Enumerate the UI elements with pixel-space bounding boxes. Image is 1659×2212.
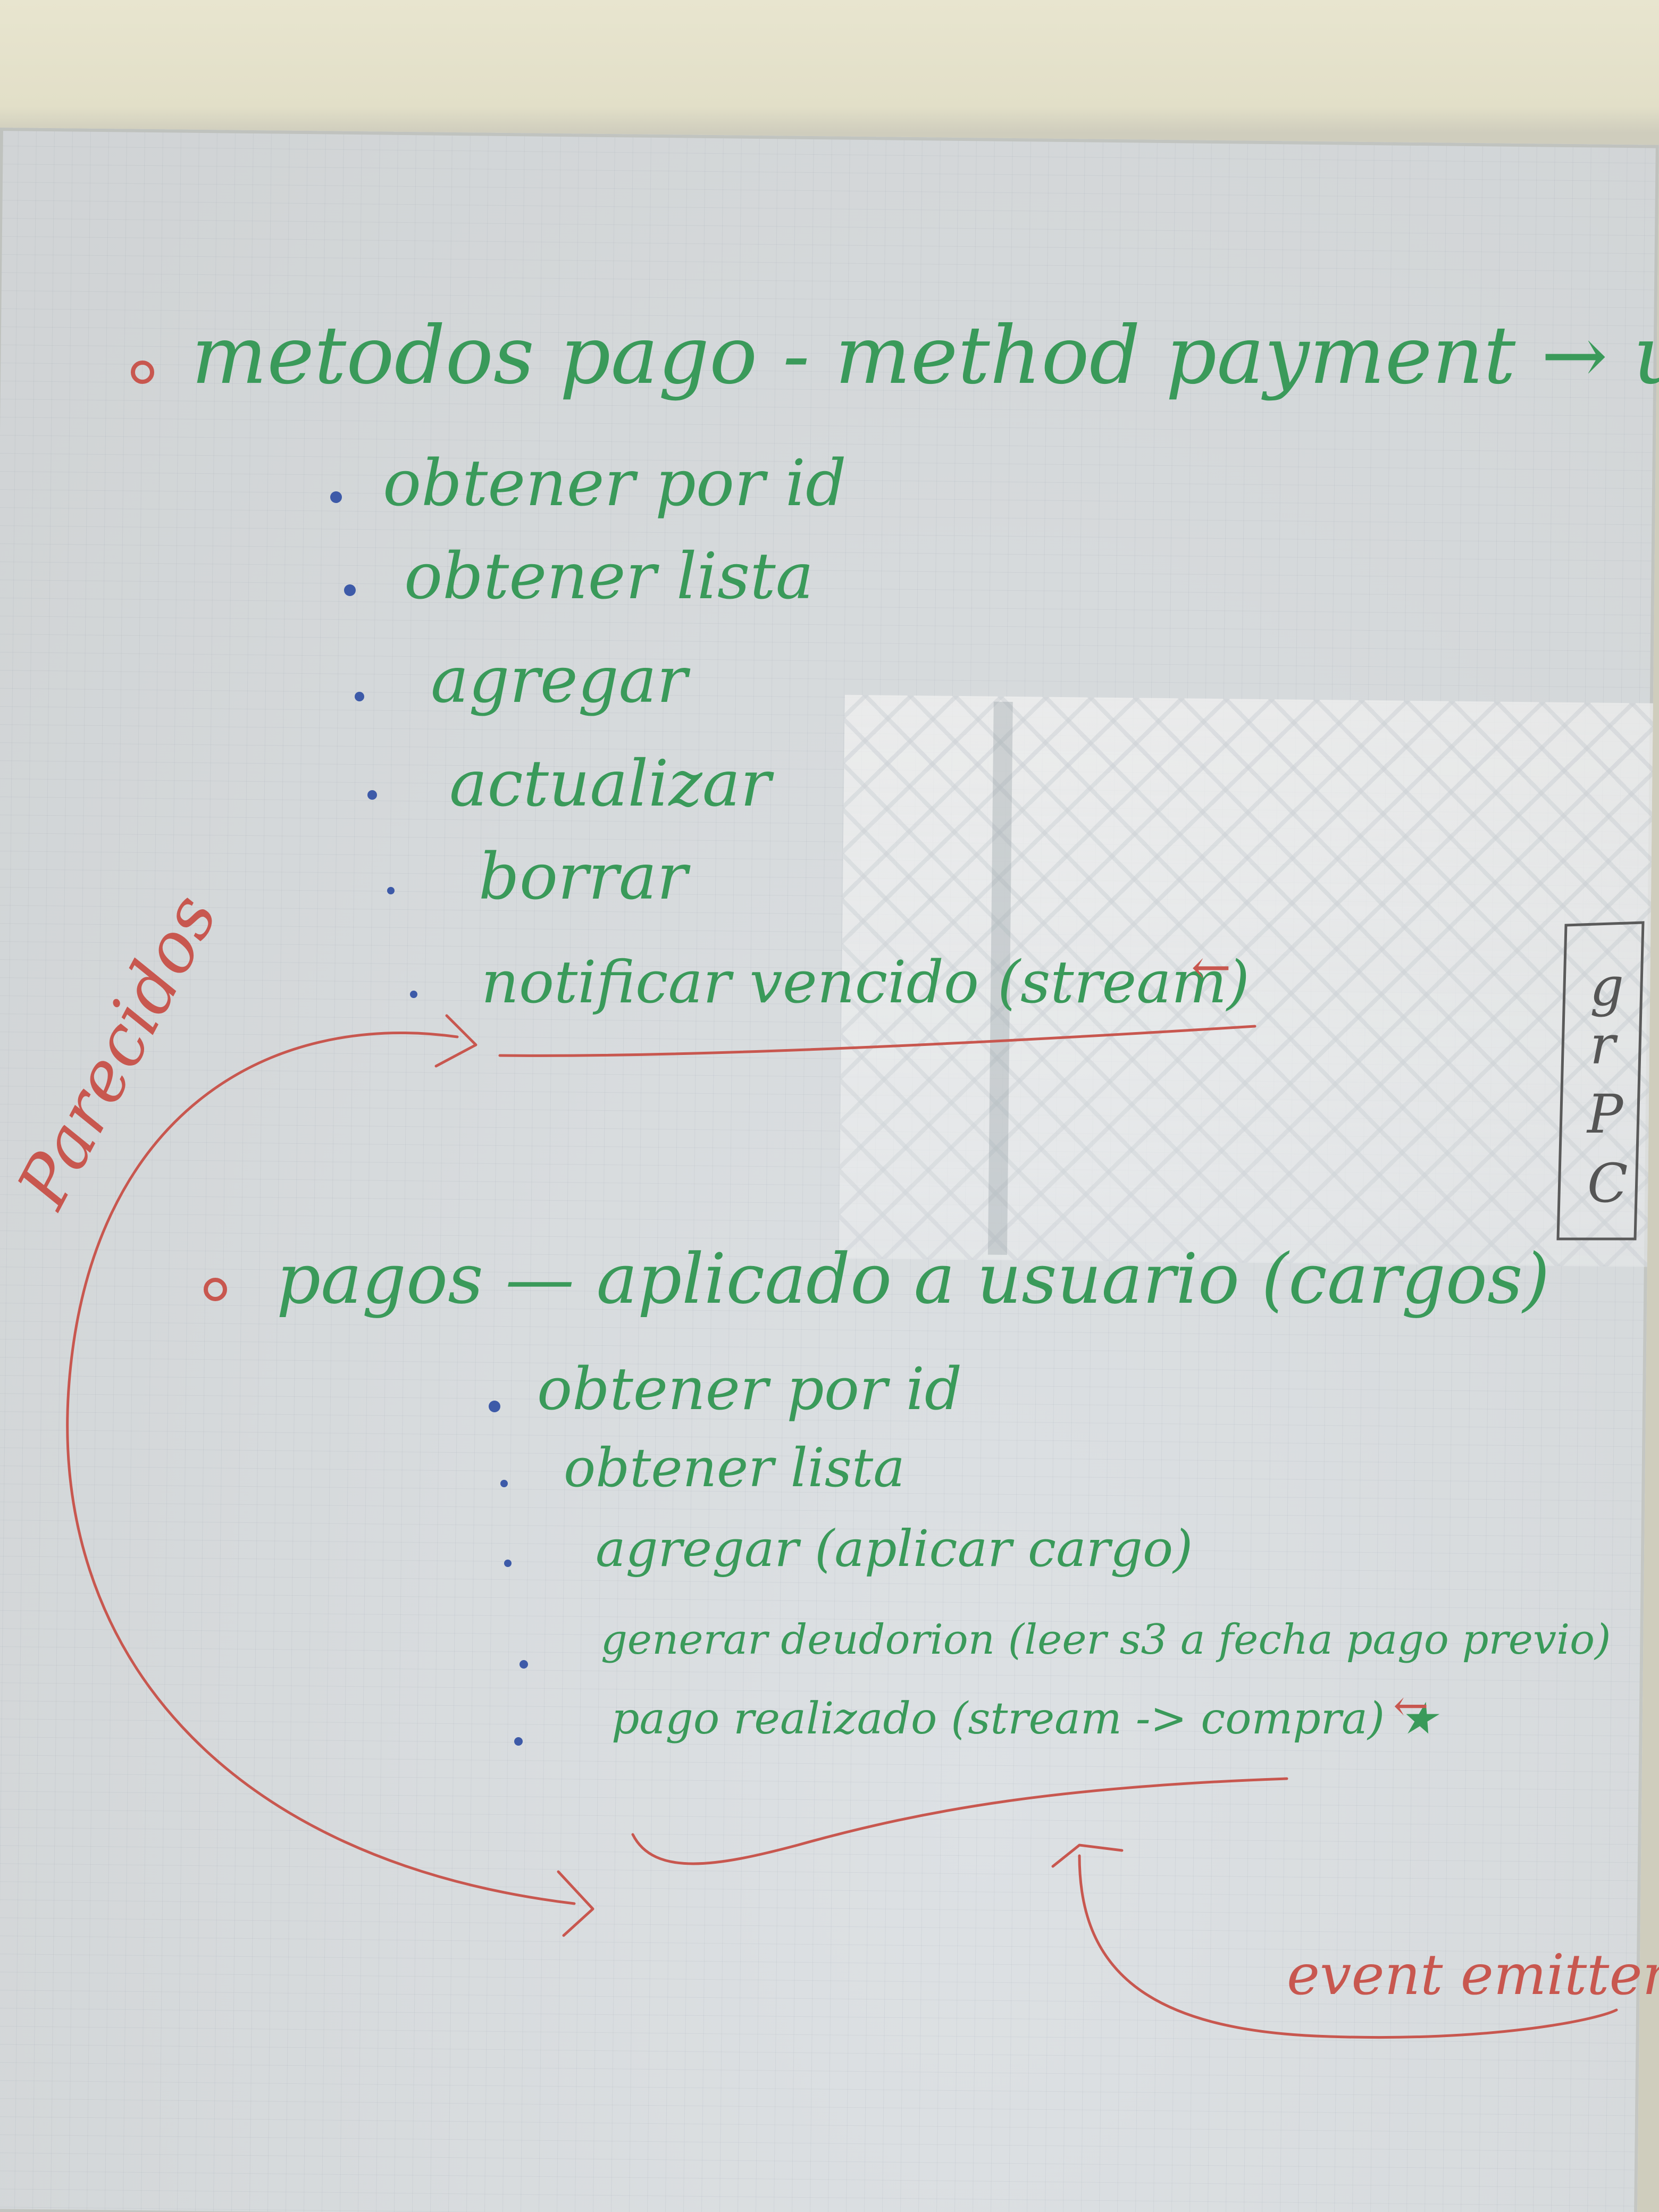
section1-item5: borrar [479,840,691,914]
section2-item1: obtener por id [537,1355,962,1423]
section1-item6: notificar vencido (stream) [481,948,1250,1016]
section1-item2: obtener lista [404,540,814,614]
grpc-box [1556,921,1645,1241]
grpc-letter-1: g [1590,956,1624,1018]
section2-item2: obtener lista [564,1437,905,1499]
section1-heading: metodos pago - method payment → use [191,309,1659,402]
section1-item1: obtener por id [383,447,847,521]
section2-item4-bullet [520,1660,528,1669]
section1-item6-arrow: ← [1191,940,1231,995]
section1-item6-bullet [410,991,417,998]
grpc-letter-3: P [1586,1083,1624,1145]
section2-item1-bullet [489,1401,500,1412]
parecidos-arrowhead-bottom [557,1870,594,1937]
section1-item3-bullet [355,692,364,701]
section2-item3-bullet [504,1560,512,1567]
section1-item2-bullet [344,584,356,596]
event-emitter-label: event emitter [1287,1942,1659,2007]
section2-item2-bullet [500,1480,508,1487]
section2-item4: generar deudorion (leer s3 a fecha pago … [601,1616,1611,1664]
section1-item5-bullet [387,887,395,894]
section2-item5: pago realizado (stream -> compra) ★ [611,1694,1440,1744]
event-emitter-arrowhead [1051,1844,1124,1868]
section2-bullet [204,1278,227,1301]
parecidos-label: Parecidos [1,881,233,1221]
section1-item3: agregar [431,643,691,717]
section2-item5-bullet [514,1737,523,1746]
parecidos-arrowhead-top [434,1014,477,1068]
section1-underline [498,1025,1256,1057]
section1-bullet [131,361,154,384]
section2-underline [631,1777,1288,1865]
section1-item4: actualizar [449,747,774,821]
grpc-letter-4: C [1587,1152,1628,1214]
section2-heading: pagos — aplicado a usuario (cargos) [276,1238,1549,1319]
parecidos-arc [66,1032,576,1905]
section2-item5-arrow: ← [1393,1681,1429,1730]
section1-item1-bullet [330,491,342,503]
grpc-letter-2: r [1590,1014,1618,1076]
section2-item3: agregar (aplicar cargo) [596,1520,1193,1578]
event-emitter-arrow [1078,1854,1618,2039]
section1-item4-bullet [367,790,377,800]
